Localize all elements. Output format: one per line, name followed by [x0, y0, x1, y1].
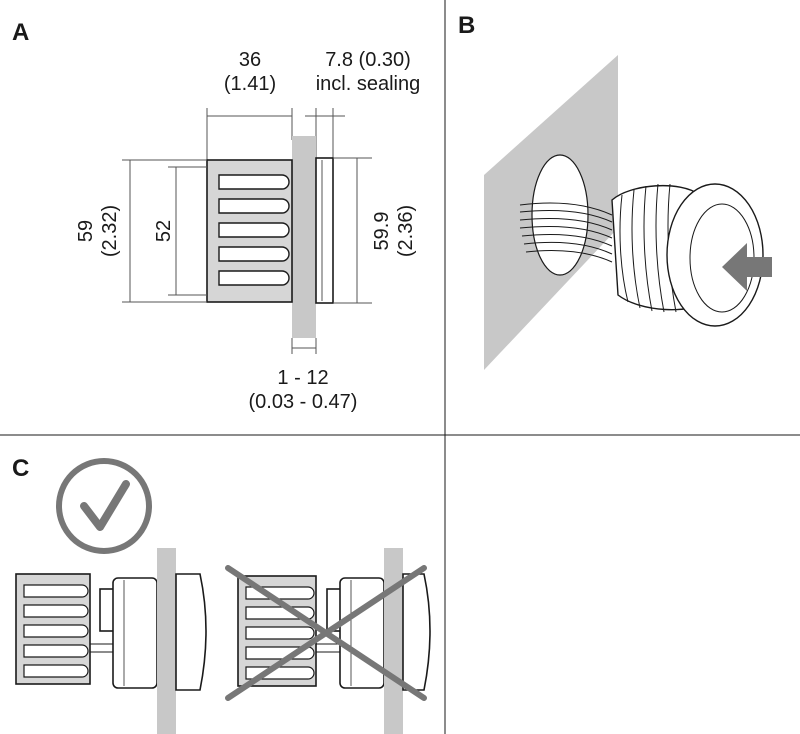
- panel-a-letter: A: [12, 19, 29, 46]
- correct-connector-module: [112, 577, 158, 689]
- panel-a: A 36 (1.41) 7.8 (0.30) incl. sealing: [12, 19, 420, 413]
- dim-wall-value: 1 - 12: [277, 367, 328, 389]
- empty-panel: [446, 436, 800, 734]
- dim-depth-inch: (1.41): [224, 73, 276, 95]
- panel-c: C: [12, 455, 431, 734]
- dim-flange-height-inch: (2.36): [395, 205, 417, 257]
- correct-wall: [157, 548, 176, 734]
- panel-b-letter: B: [458, 12, 475, 39]
- dim-height-outer-inch: (2.32): [99, 205, 121, 257]
- panel-c-letter: C: [12, 455, 29, 482]
- wall-section: [292, 136, 316, 338]
- wrong-connector-module: [339, 577, 385, 689]
- front-flange: [315, 157, 334, 304]
- dim-depth-value: 36: [239, 49, 261, 71]
- dim-flange-height-value: 59.9: [371, 212, 393, 251]
- housing-ribs: [218, 174, 290, 286]
- dim-wall-inch: (0.03 - 0.47): [249, 391, 358, 413]
- wrong-wall: [384, 548, 403, 734]
- checkmark-circle-icon: [56, 458, 152, 554]
- dim-flange-note: incl. sealing: [316, 73, 421, 95]
- wrong-assembly: [237, 548, 431, 734]
- dim-flange-value: 7.8 (0.30): [325, 49, 411, 71]
- correct-cap: [175, 573, 207, 691]
- cables: [519, 202, 613, 263]
- correct-assembly: [15, 548, 207, 734]
- wrong-cap: [402, 573, 431, 691]
- push-arrow-icon: [722, 243, 772, 291]
- dim-height-outer-value: 59: [75, 220, 97, 242]
- dim-height-inner-value: 52: [153, 220, 175, 242]
- wall-hole: [531, 154, 589, 276]
- checkmark-icon: [80, 480, 130, 531]
- panel-b: B: [458, 12, 772, 370]
- correct-connector-body: [99, 588, 115, 632]
- cross-icon: [225, 565, 427, 701]
